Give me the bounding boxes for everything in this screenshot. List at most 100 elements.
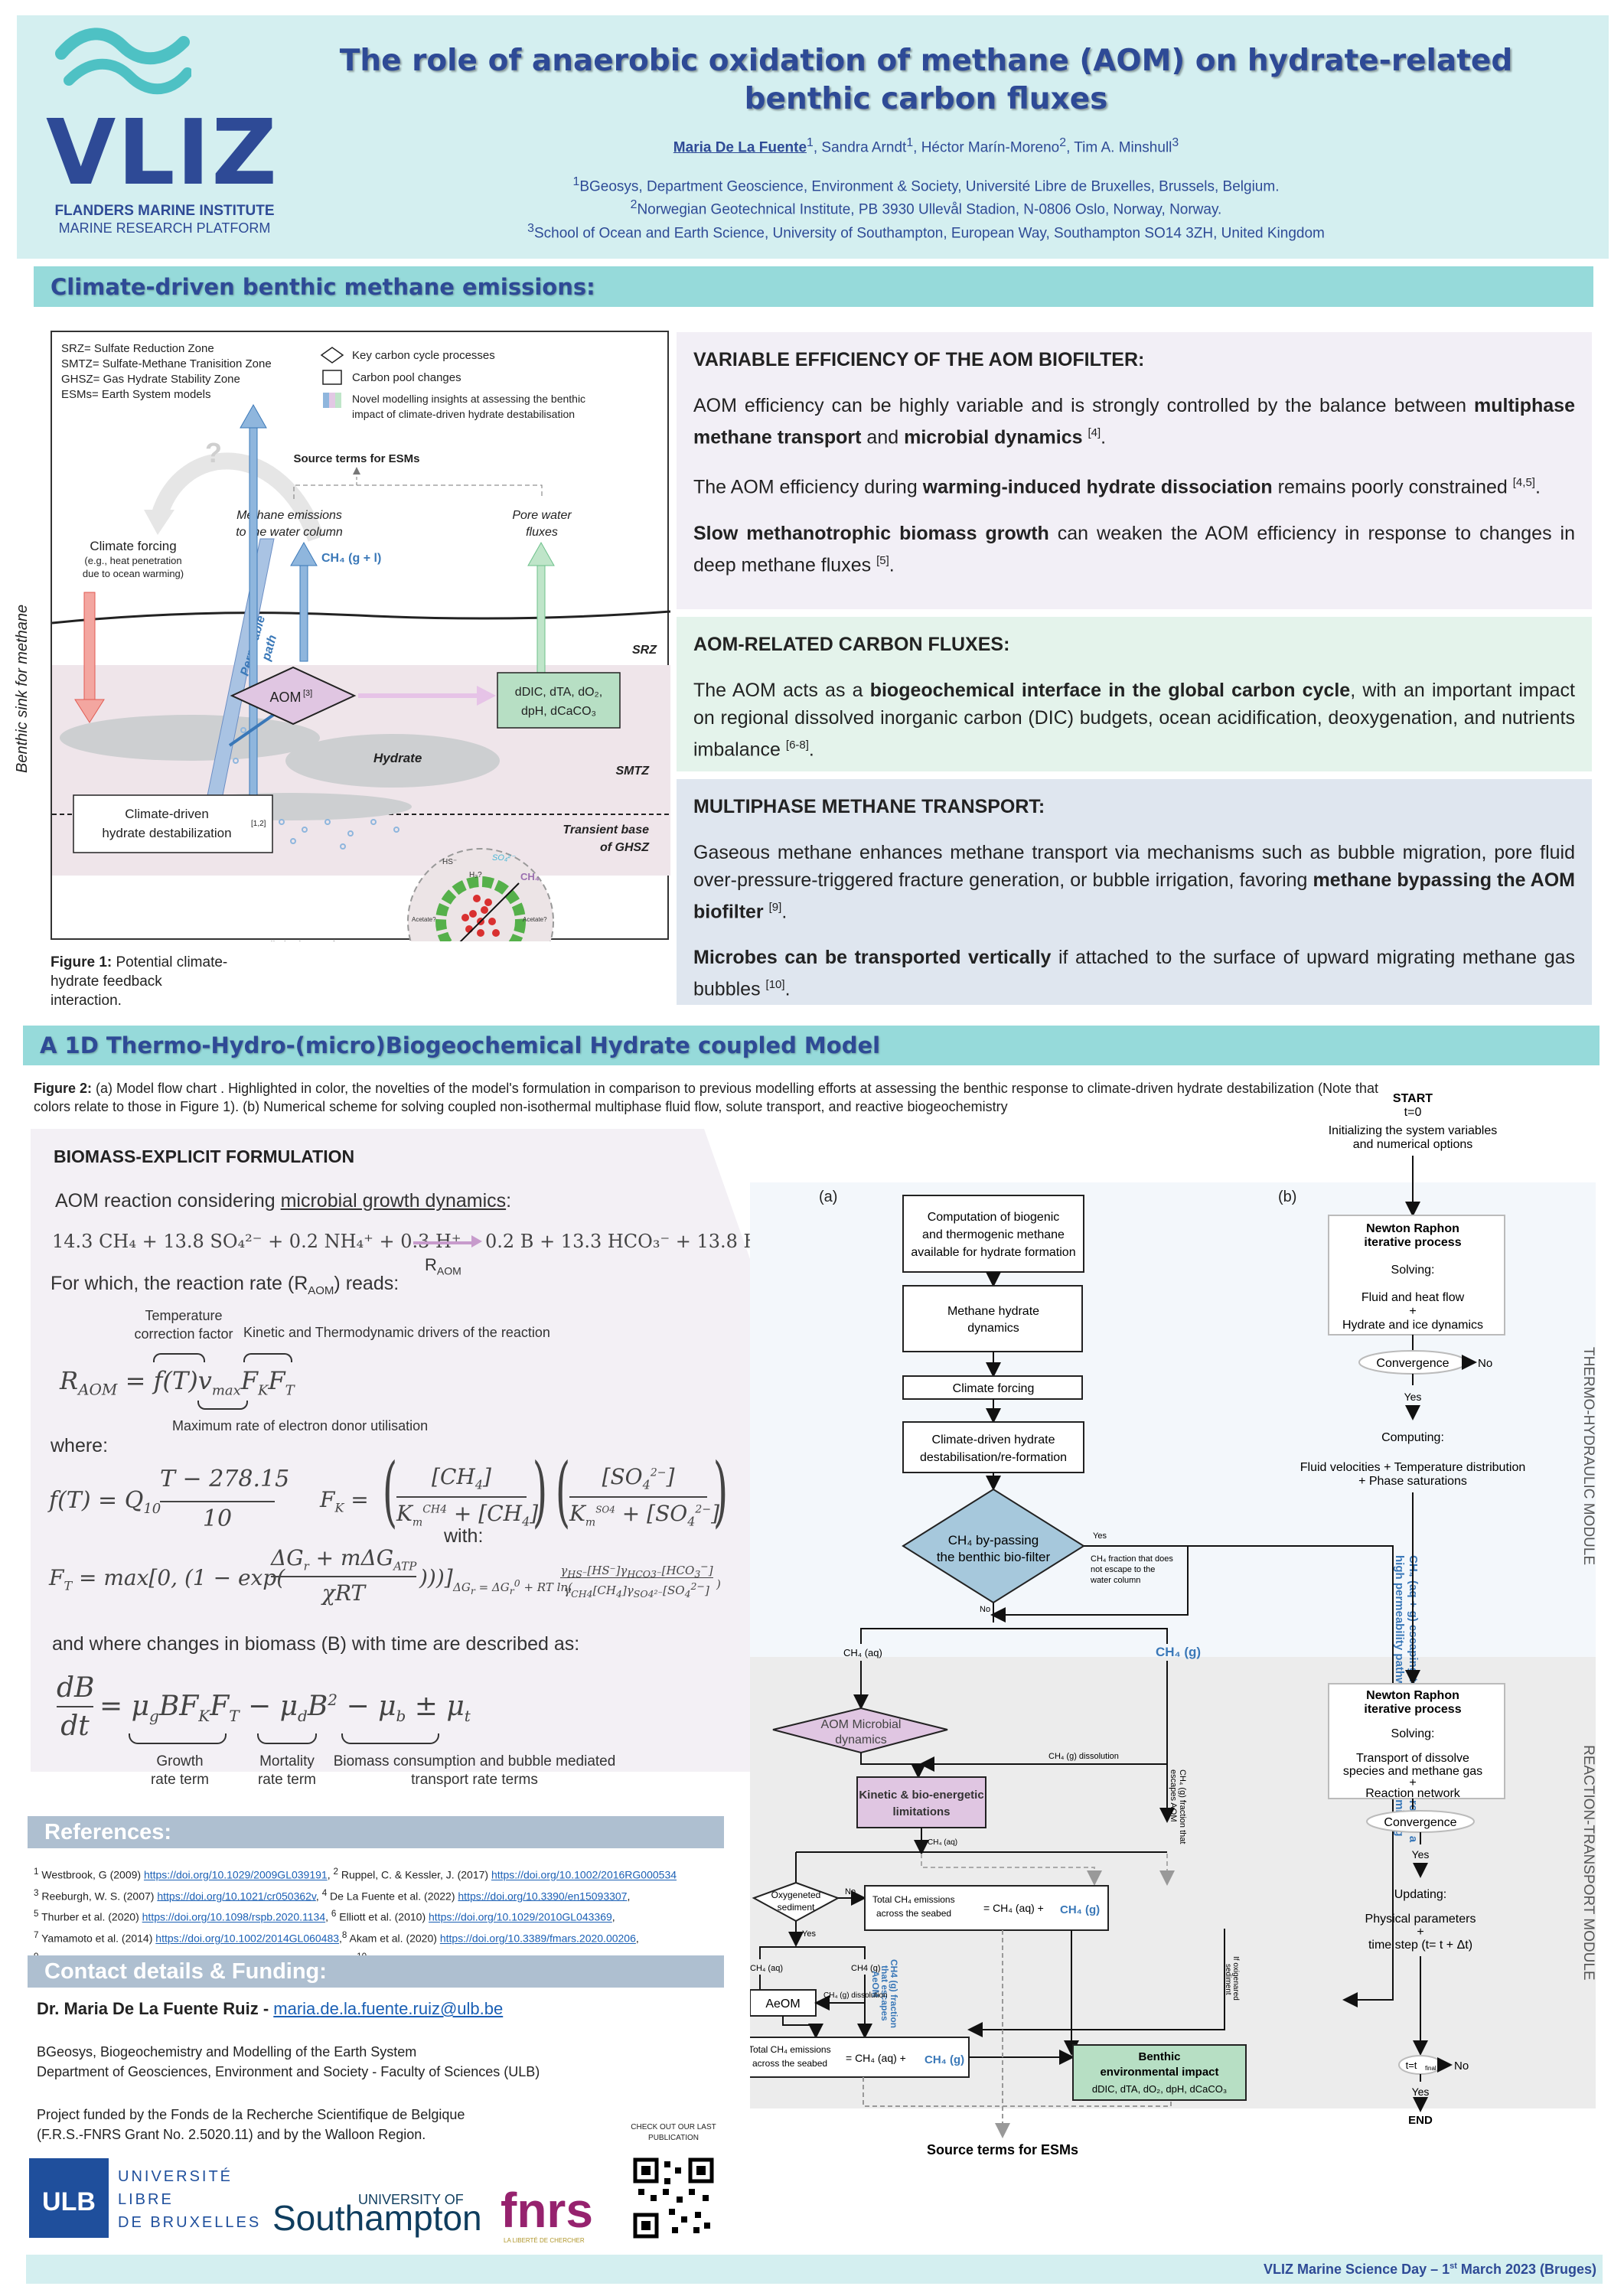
aom-to-pool-arrowhead-icon xyxy=(477,686,496,706)
figure-1-caption: Figure 1: Potential climate-hydrate feed… xyxy=(51,953,234,1010)
transient-base-label-2: of GHSZ xyxy=(600,841,650,854)
soton-logo: Southampton xyxy=(272,2198,482,2238)
brace-temperature xyxy=(153,1353,205,1362)
info-box-paragraph: The AOM acts as a biogeochemical interfa… xyxy=(693,680,1576,761)
box-total-emissions-1 xyxy=(864,1885,1109,1931)
hydrate-blob-1 xyxy=(60,715,320,761)
reference-doi-link[interactable]: https://doi.org/10.1002/2014GL060483 xyxy=(155,1932,340,1945)
section-header-climate: Climate-driven benthic methane emissions… xyxy=(34,266,1593,307)
title-line-2: benthic carbon fluxes xyxy=(744,82,1108,116)
author-list: Maria De La Fuente1, Sandra Arndt1, Héct… xyxy=(673,136,1179,156)
diamond-legend-icon xyxy=(320,347,344,364)
permeable-path-label-2: path xyxy=(259,634,279,663)
diamond-bypass-1: CH₄ by-passing xyxy=(948,1533,1039,1548)
total-emissions-2-eq: = CH₄ (aq) + xyxy=(846,2052,906,2064)
newton-1-solving: Solving: xyxy=(1391,1264,1435,1277)
qr-code-icon[interactable] xyxy=(633,2157,714,2239)
aom-scheme-circle xyxy=(407,848,554,941)
diamond-bypass-2: the benthic bio-filter xyxy=(937,1550,1051,1564)
contact-funding: Project funded by the Fonds de la Recher… xyxy=(37,2105,465,2144)
total-emissions-1-a: Total CH₄ emissions xyxy=(872,1894,955,1905)
hydrate-blob-2 xyxy=(285,734,500,788)
scheme-acetate-left: Acetate? xyxy=(412,916,436,923)
carbon-pool-line-1: dDIC, dTA, dO₂, xyxy=(515,686,602,699)
carbon-pool-line-2: dpH, dCaCO₃ xyxy=(521,705,596,718)
newton-1-solve-3: Hydrate and ice dynamics xyxy=(1342,1319,1483,1332)
newton-1-line-2: iterative process xyxy=(1364,1236,1461,1249)
label-growth-1: Growth xyxy=(156,1753,204,1769)
bypass-yes: Yes xyxy=(1093,1531,1107,1541)
branch-ch4-g: CH₄ (g) xyxy=(1156,1645,1201,1659)
bacteria-ring xyxy=(435,876,526,941)
flowchart-source-terms: Source terms for ESMs xyxy=(927,2142,1078,2157)
newton-2-line-1: Newton Raphon xyxy=(1366,1689,1459,1702)
srz-label: SRZ xyxy=(632,644,657,657)
reference-doi-link[interactable]: https://doi.org/10.3390/en15093307 xyxy=(458,1890,628,1903)
biomass-panel-shape xyxy=(31,1129,796,1772)
benthic-impact-1: Benthic xyxy=(1138,2050,1180,2063)
scheme-init-1: Initializing the system variables xyxy=(1329,1124,1498,1137)
total-emissions-2-g: CH₄ (g) xyxy=(925,2053,964,2066)
figure-2-caption-text: (a) Model flow chart . Highlighted in co… xyxy=(34,1081,1378,1114)
bypass-no: No xyxy=(980,1605,990,1614)
fnrs-tagline: LA LIBERTÉ DE CHERCHER xyxy=(504,2237,585,2244)
reference-doi-link[interactable]: https://doi.org/10.1002/2016RG000534 xyxy=(491,1868,677,1881)
legend-color-label-1: Novel modelling insights at assessing th… xyxy=(352,393,585,405)
diamond-oxygenated-1: Oxygeneted xyxy=(771,1890,821,1900)
info-box-paragraph: Gaseous methane enhances methane transpo… xyxy=(693,842,1576,923)
newton-2-solving: Solving: xyxy=(1391,1727,1435,1740)
affiliation-list: 1BGeosys, Department Geoscience, Environ… xyxy=(321,173,1531,243)
flowchart-b-label: (b) xyxy=(1278,1189,1296,1205)
poster-header xyxy=(17,15,1609,259)
newton-1-solve-2: + xyxy=(1409,1305,1416,1318)
reference-doi-link[interactable]: https://doi.org/10.1029/2009GL039191 xyxy=(143,1868,328,1881)
convergence-2-yes: Yes xyxy=(1412,1848,1430,1861)
abbreviation-legend: SRZ= Sulfate Reduction Zone SMTZ= Sulfat… xyxy=(61,342,272,401)
scheme-h2: H₂? xyxy=(469,871,482,879)
box-computation-3: available for hydrate formation xyxy=(911,1246,1075,1259)
contact-email-link[interactable]: maria.de.la.fuente.ruiz@ulb.be xyxy=(273,1999,504,2018)
climate-forcing-sub-2: due to ocean warming) xyxy=(83,568,184,579)
label-mortality-1: Mortality xyxy=(259,1753,315,1769)
newton-1-line-1: Newton Raphon xyxy=(1366,1222,1459,1235)
reaction-rate-label: RAOM xyxy=(425,1255,461,1277)
abbr-smtz: SMTZ= Sulfate-Methane Tranisition Zone xyxy=(61,357,272,370)
total-emissions-1-eq: = CH₄ (aq) + xyxy=(983,1902,1044,1914)
contact-name-text: Dr. Maria De La Fuente Ruiz - xyxy=(37,1999,274,2018)
contact-affiliation-1: BGeosys, Biogeochemistry and Modelling o… xyxy=(37,2044,417,2060)
reference-doi-link[interactable]: https://doi.org/10.1098/rspb.2020.1134 xyxy=(142,1910,326,1923)
pore-water-label-2: fluxes xyxy=(526,526,558,539)
updating-label: Updating: xyxy=(1394,1888,1447,1901)
label-consumption-1: Biomass consumption and bubble mediated xyxy=(333,1753,616,1769)
color-legend-purple-icon xyxy=(329,393,335,408)
scheme-init-2: and numerical options xyxy=(1353,1138,1473,1151)
reference-doi-link[interactable]: https://doi.org/10.1021/cr050362v xyxy=(157,1890,316,1903)
label-consumption-2: transport rate terms xyxy=(411,1772,538,1788)
symbol-legend: Key carbon cycle processes Carbon pool c… xyxy=(320,347,585,420)
ulb-logo-icon xyxy=(29,2158,109,2238)
methane-emissions-label-2: to the water column xyxy=(236,526,343,539)
author-name: Maria De La Fuente xyxy=(673,139,807,156)
brace-consumption xyxy=(341,1733,439,1744)
diamond-aom-1: AOM Microbial xyxy=(821,1718,902,1731)
fraction-not-escape-2: not escape to the xyxy=(1091,1565,1155,1574)
oxy-yes: Yes xyxy=(802,1929,816,1939)
escapes-aom-2: escapes AOM xyxy=(1169,1769,1178,1821)
transient-base-label-1: Transient base xyxy=(563,823,649,837)
figure-2-caption-label: Figure 2: xyxy=(34,1081,93,1096)
reference-doi-link[interactable]: https://doi.org/10.3389/fmars.2020.00206 xyxy=(439,1932,636,1945)
flowchart-a-label: (a) xyxy=(819,1189,837,1205)
affiliation: 3School of Ocean and Earth Science, Univ… xyxy=(527,221,1325,241)
methane-emissions-label-1: Methane emissions xyxy=(236,509,342,522)
references-list: 1 Westbrook, G (2009) https://doi.org/10… xyxy=(34,1863,738,1968)
newton-2-solve-3: + xyxy=(1409,1776,1416,1789)
t-final-sub: final xyxy=(1425,2065,1436,2072)
ch4-arrow xyxy=(299,561,308,662)
hydrate-label: Hydrate xyxy=(373,751,422,765)
reference-doi-link[interactable]: https://doi.org/10.1029/2010GL043369 xyxy=(429,1910,612,1923)
scheme-ch4: CH₄ xyxy=(520,871,540,882)
legend-diamond-label: Key carbon cycle processes xyxy=(352,349,495,362)
qr-caption-1: CHECK OUT OUR LAST xyxy=(631,2123,716,2131)
footer-text: VLIZ Marine Science Day – 1st March 2023… xyxy=(1264,2262,1596,2278)
